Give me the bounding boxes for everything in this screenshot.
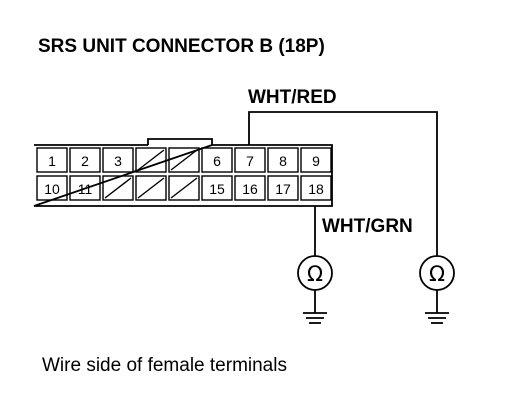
pin-number: 3 — [114, 153, 122, 169]
connector-housing — [33, 144, 333, 207]
pin-cell-top-5 — [201, 147, 233, 173]
pin-cell-bottom-1 — [69, 175, 101, 201]
ohmmeter-left: Ω — [297, 255, 333, 291]
pin-cell-bottom-5 — [201, 175, 233, 201]
pin-number: 8 — [279, 153, 287, 169]
diagram-caption: Wire side of female terminals — [42, 355, 287, 376]
pin-number: 17 — [275, 181, 291, 197]
unused-pin-slash — [104, 177, 132, 199]
wire-label-wht-red: WHT/RED — [248, 87, 337, 108]
pin-cell-bottom-4 — [168, 175, 200, 201]
unused-pin-slash — [137, 149, 165, 171]
ground-right-icon — [425, 290, 449, 324]
pin-cell-top-2 — [102, 147, 134, 173]
pin-cell-bottom-7 — [267, 175, 299, 201]
ohmmeter-right: Ω — [419, 255, 455, 291]
pin-number: 2 — [81, 153, 89, 169]
pin-cell-bottom-2 — [102, 175, 134, 201]
pin-cell-bottom-8 — [300, 175, 332, 201]
ohm-symbol-right: Ω — [429, 262, 445, 286]
pin-number: 16 — [242, 181, 258, 197]
pin-cell-bottom-3 — [135, 175, 167, 201]
diagram-title: SRS UNIT CONNECTOR B (18P) — [38, 36, 325, 57]
unused-pin-slash — [170, 177, 198, 199]
pin-number: 10 — [44, 181, 60, 197]
ground-left-icon — [303, 290, 327, 324]
wire-wht-red — [248, 111, 438, 256]
pin-cell-top-0 — [36, 147, 68, 173]
pin-cell-top-3 — [135, 147, 167, 173]
ohm-symbol-left: Ω — [307, 262, 323, 286]
pin-cell-top-8 — [300, 147, 332, 173]
pin-cell-bottom-6 — [234, 175, 266, 201]
pin-cell-top-6 — [234, 147, 266, 173]
pin-number: 9 — [312, 153, 320, 169]
unused-pin-slash — [137, 177, 165, 199]
unused-pin-slash — [170, 149, 198, 171]
pin-number: 7 — [246, 153, 254, 169]
pin-number: 6 — [213, 153, 221, 169]
connector-latch — [147, 138, 213, 145]
pin-cell-top-4 — [168, 147, 200, 173]
pin-number: 15 — [209, 181, 225, 197]
pin-number: 18 — [308, 181, 324, 197]
wire-label-wht-grn: WHT/GRN — [322, 216, 413, 237]
pin-cell-top-7 — [267, 147, 299, 173]
pin-number: 1 — [48, 153, 56, 169]
connector-pin-grid: 1 2 3 6 7 8 9 10 11 15 16 17 18 — [36, 147, 332, 201]
pin-number: 11 — [78, 181, 93, 197]
pin-cell-bottom-0 — [36, 175, 68, 201]
pin-cell-top-1 — [69, 147, 101, 173]
